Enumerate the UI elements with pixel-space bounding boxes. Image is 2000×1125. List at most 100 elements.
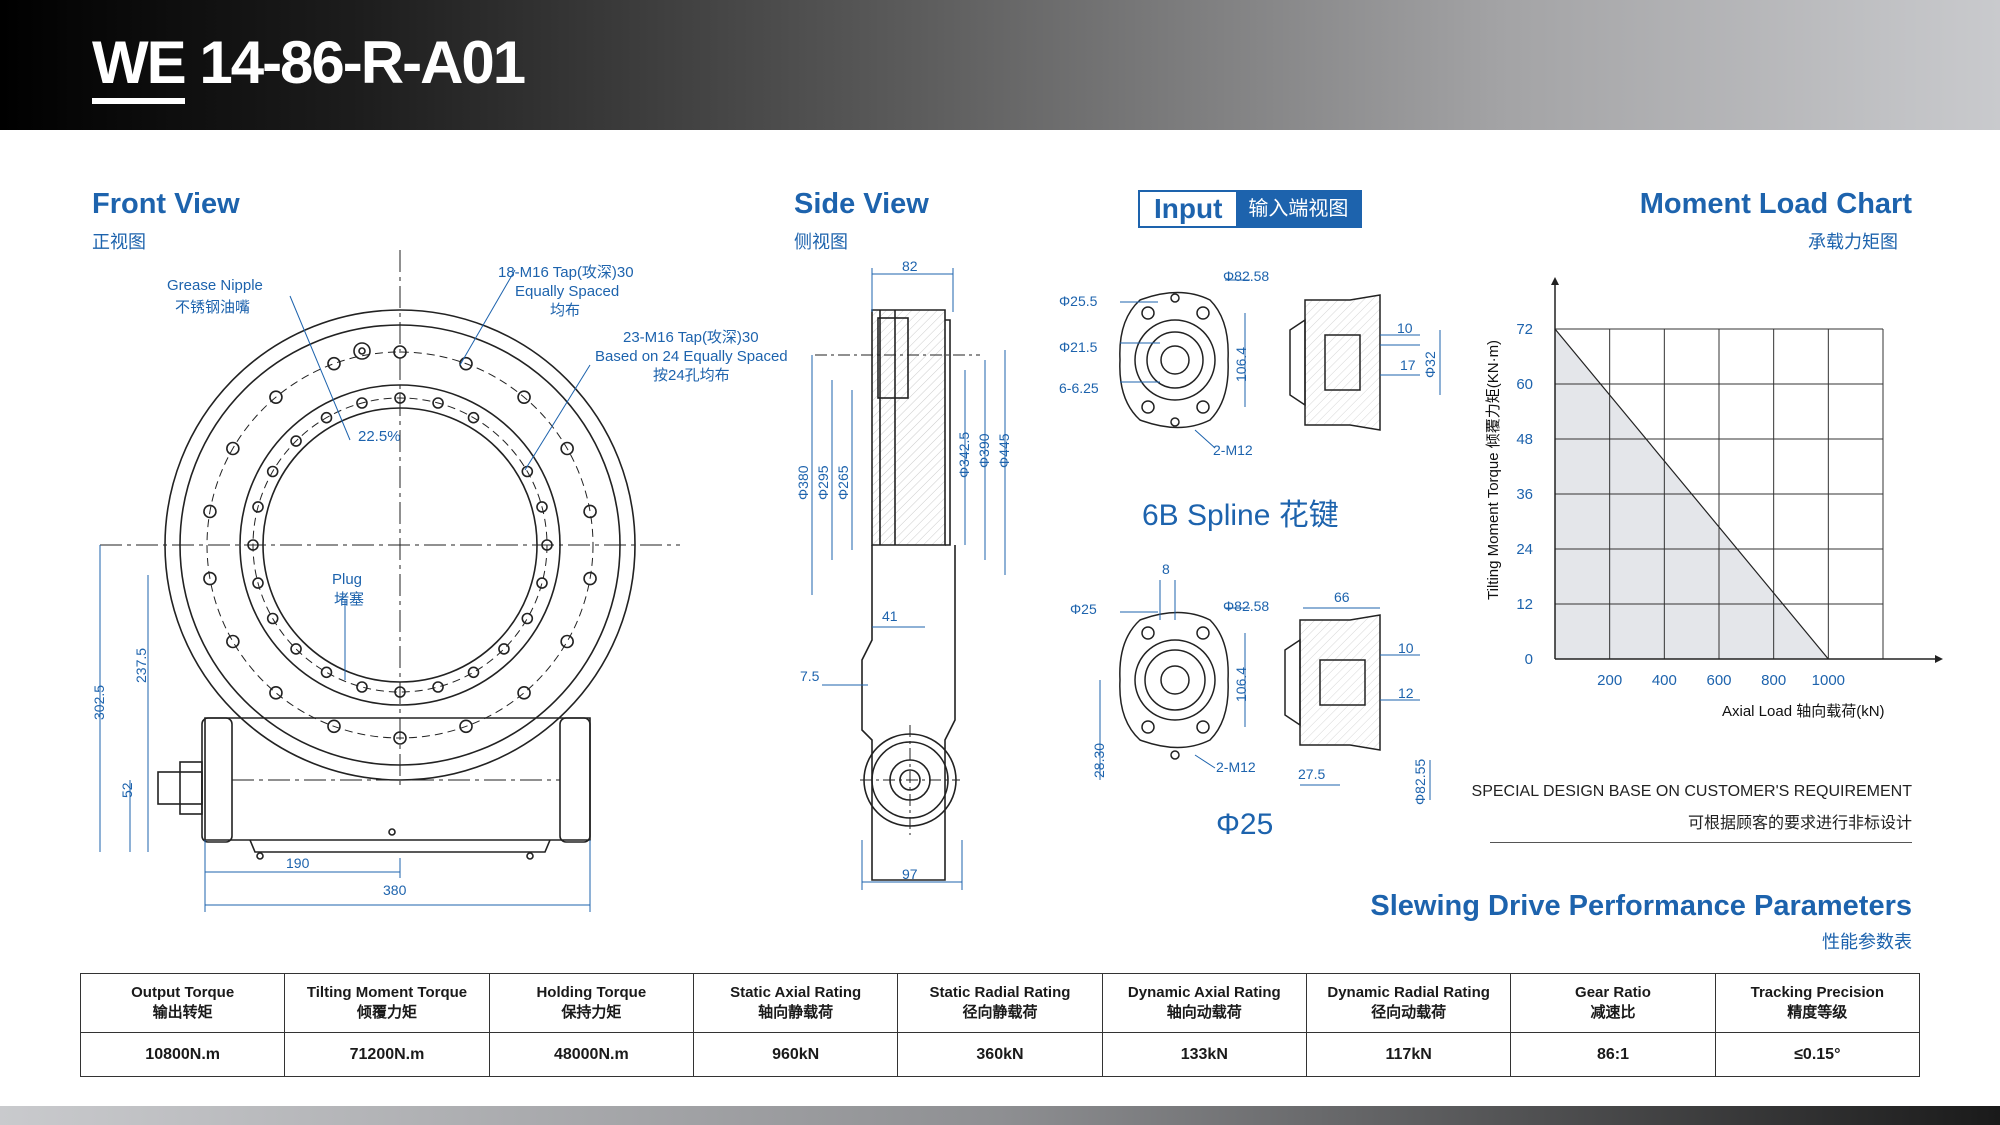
model-code: 14-86-R-A01 (184, 29, 526, 96)
chart-y-arrow (1551, 277, 1559, 285)
param-header-cn: 径向动载荷 (1371, 1004, 1447, 1021)
param-value: 71200N.m (284, 1032, 490, 1077)
param-value: 133kN (1101, 1032, 1307, 1077)
dim-d445: Φ445 (996, 433, 1012, 468)
param-header-en: Output Torque (131, 984, 235, 1001)
dim-d265: Φ265 (835, 465, 851, 500)
grease-nipple-cn: 不锈钢油嘴 (175, 299, 250, 316)
dim-237: 237.5 (133, 648, 149, 683)
dim-97: 97 (902, 866, 918, 882)
outer-bolt-holes (203, 345, 597, 745)
spline-label: 6B Spline 花键 (1142, 499, 1339, 532)
top-d21-5: Φ21.5 (1059, 339, 1098, 355)
param-header-cn: 减速比 (1590, 1004, 1636, 1021)
grease-nipple-label: Grease Nipple (167, 277, 263, 294)
top-d17: 17 (1400, 357, 1416, 373)
parameters-value-row: 10800N.m 71200N.m 48000N.m 960kN 360kN 1… (79, 1032, 1921, 1077)
chart-x-tick-label: 400 (1652, 672, 1677, 689)
top-d82-58: Φ82.58 (1223, 268, 1269, 284)
param-header-cn: 径向静载荷 (962, 1004, 1038, 1021)
model-title: WE 14-86-R-A01 (92, 28, 526, 104)
moment-chart-title: Moment Load Chart (1639, 188, 1912, 220)
dim-41: 41 (882, 608, 898, 624)
tap23-label: 23-M16 Tap(攻深)30 (623, 329, 759, 346)
chart-x-axis-label: Axial Load 轴向载荷(kN) (1722, 703, 1885, 720)
dim-380: 380 (383, 882, 407, 898)
param-header-en: Static Axial Rating (730, 984, 862, 1001)
outer-bolt-hole (203, 504, 217, 519)
model-prefix: WE (92, 29, 187, 104)
param-value: 10800N.m (79, 1032, 286, 1077)
bot-d82-55: Φ82.55 (1412, 759, 1428, 805)
outer-bolt-hole (203, 571, 217, 586)
dim-d380: Φ380 (795, 465, 811, 500)
dim-d342: Φ342.5 (956, 432, 972, 478)
chart-y-tick-label: 12 (1516, 596, 1533, 613)
parameters-subtitle: 性能参数表 (1822, 932, 1912, 952)
dim-190: 190 (286, 855, 310, 871)
tap18-spacing: Equally Spaced (515, 283, 619, 300)
outer-bolt-hole (517, 390, 531, 404)
inner-bolt-hole (320, 411, 333, 424)
inner-bolt-hole (536, 577, 548, 589)
chart-y-tick-label: 24 (1516, 541, 1533, 558)
outer-bolt-hole (327, 719, 341, 734)
inner-bolt-hole (266, 612, 279, 625)
param-header-en: Tracking Precision (1750, 984, 1884, 1001)
chart-x-tick-label: 800 (1761, 672, 1786, 689)
param-header-en: Static Radial Rating (929, 984, 1071, 1001)
param-value: 360kN (897, 1032, 1103, 1077)
tap23-cn: 按24孔均布 (653, 367, 730, 384)
chart-x-arrow (1935, 655, 1943, 663)
front-view-subtitle: 正视图 (92, 232, 146, 252)
inner-bolt-hole (356, 681, 368, 693)
side-view-dims (811, 268, 1006, 890)
side-view-subtitle: 侧视图 (794, 232, 848, 252)
param-header-cn: 轴向动载荷 (1166, 1004, 1242, 1021)
param-header-cn: 轴向静载荷 (758, 1004, 834, 1021)
param-header: Gear Ratio 减速比 (1510, 973, 1716, 1033)
param-value: 960kN (692, 1032, 899, 1077)
inner-bolt-hole (467, 411, 480, 424)
parameters-title: Slewing Drive Performance Parameters (1370, 890, 1912, 922)
dim-7-5: 7.5 (800, 668, 820, 684)
param-header-en: Dynamic Axial Rating (1127, 984, 1281, 1001)
inner-bolt-hole (252, 577, 264, 589)
outer-bolt-hole (226, 634, 240, 649)
param-header: Static Axial Rating 轴向静载荷 (692, 973, 899, 1033)
inner-bolt-hole (432, 397, 444, 409)
chart-x-tick-label: 600 (1706, 672, 1731, 689)
bot-d82-58: Φ82.58 (1223, 598, 1269, 614)
dim-52: 52 (119, 782, 135, 798)
chart-y-axis-label: Tilting Moment Torque 倾覆力矩(KN·m) (1485, 340, 1502, 600)
input-top-dims (1120, 279, 1441, 449)
inner-bolt-hole (521, 612, 534, 625)
front-view-title: Front View (92, 188, 240, 220)
tap18-label: 18-M16 Tap(攻深)30 (498, 264, 634, 281)
outer-bolt-hole (327, 356, 341, 371)
moment-chart-subtitle: 承载力矩图 (1808, 232, 1898, 252)
inner-bolt-hole (320, 666, 333, 679)
bot-d66: 66 (1334, 589, 1350, 605)
param-header-cn: 倾覆力矩 (356, 1004, 417, 1021)
front-view-dims (99, 269, 591, 912)
inner-bolt-hole (432, 681, 444, 693)
bot-d27-5: 27.5 (1298, 766, 1325, 782)
outer-bolt-hole (560, 634, 574, 649)
input-bottom-dims (1099, 580, 1431, 800)
dim-82: 82 (902, 258, 918, 274)
outer-bolt-hole (459, 719, 473, 734)
dim-d295: Φ295 (815, 465, 831, 500)
top-d6-25: 6-6.25 (1059, 380, 1099, 396)
inner-bolt-hole (266, 465, 279, 478)
top-d32: Φ32 (1422, 351, 1438, 378)
chart-x-tick-label: 200 (1597, 672, 1622, 689)
param-header: Dynamic Axial Rating 轴向动载荷 (1101, 973, 1307, 1033)
header-bar (0, 0, 2000, 130)
outer-bolt-hole (269, 686, 283, 700)
param-header-en: Gear Ratio (1575, 984, 1651, 1001)
